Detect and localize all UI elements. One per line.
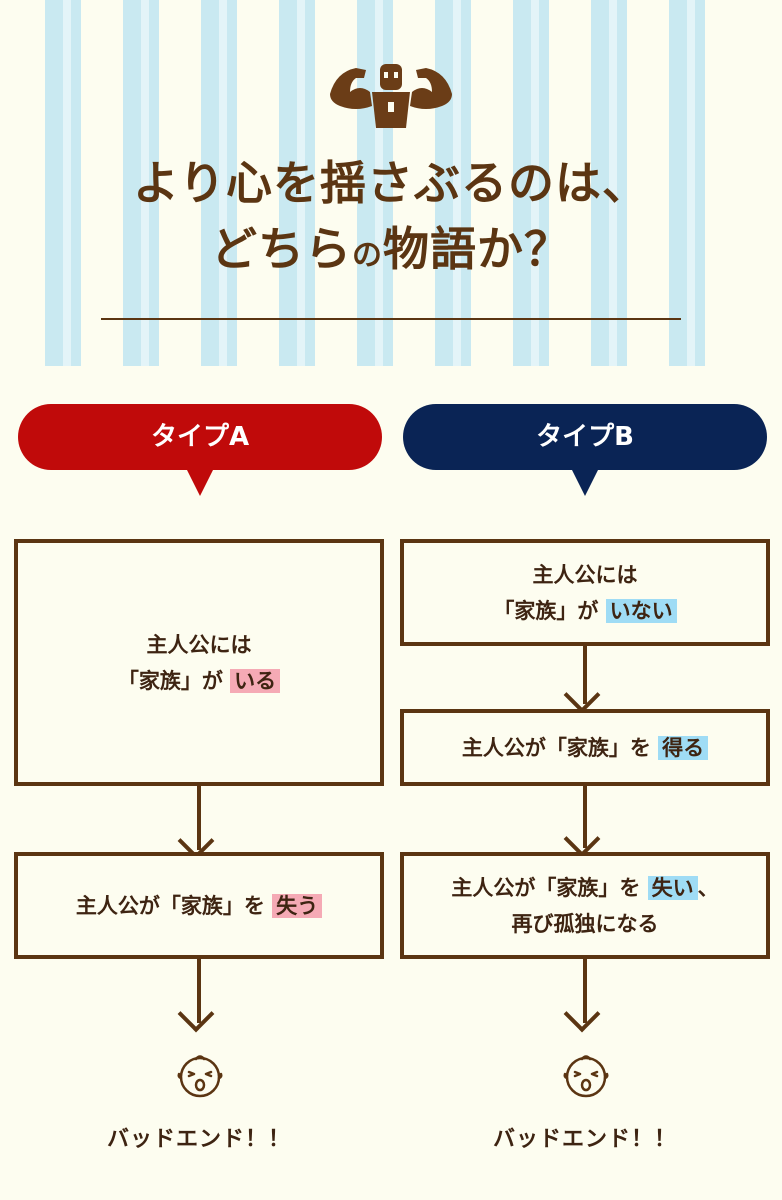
- page-title: より心を揺さぶるのは、 どちらの物語か？: [45, 150, 737, 289]
- type-a-label: タイプA: [18, 404, 382, 470]
- type-b-box-3: 主人公が「家族」を 失い、 再び孤独になる: [400, 852, 770, 959]
- type-a-ending: バッドエンド！！: [106, 1127, 291, 1152]
- type-b-arrow-3: [583, 959, 587, 1023]
- type-a-box-1: 主人公には 「家族」が いる: [14, 539, 384, 786]
- type-b-ending: バッドエンド！！: [492, 1127, 677, 1152]
- type-b-box-1: 主人公には 「家族」が いない: [400, 539, 770, 646]
- title-line-2: どちらの物語か？: [211, 222, 571, 276]
- crying-baby-icon: [563, 1055, 609, 1098]
- type-b-box-2: 主人公が「家族」を 得る: [400, 709, 770, 786]
- type-a-arrow-1: [197, 786, 201, 850]
- type-a-pointer: [186, 468, 214, 496]
- title-line-1: より心を揺さぶるのは、: [132, 156, 650, 210]
- type-a-box-2: 主人公が「家族」を 失う: [14, 852, 384, 959]
- type-b-label: タイプB: [403, 404, 767, 470]
- title-underline: [101, 318, 681, 320]
- type-b-arrow-1: [583, 646, 587, 704]
- muscle-man-icon: [330, 64, 452, 128]
- type-b-arrow-2: [583, 786, 587, 848]
- type-b-pointer: [571, 468, 599, 496]
- type-a-arrow-2: [197, 959, 201, 1023]
- striped-header-background: [45, 0, 737, 366]
- crying-baby-icon: [177, 1055, 223, 1098]
